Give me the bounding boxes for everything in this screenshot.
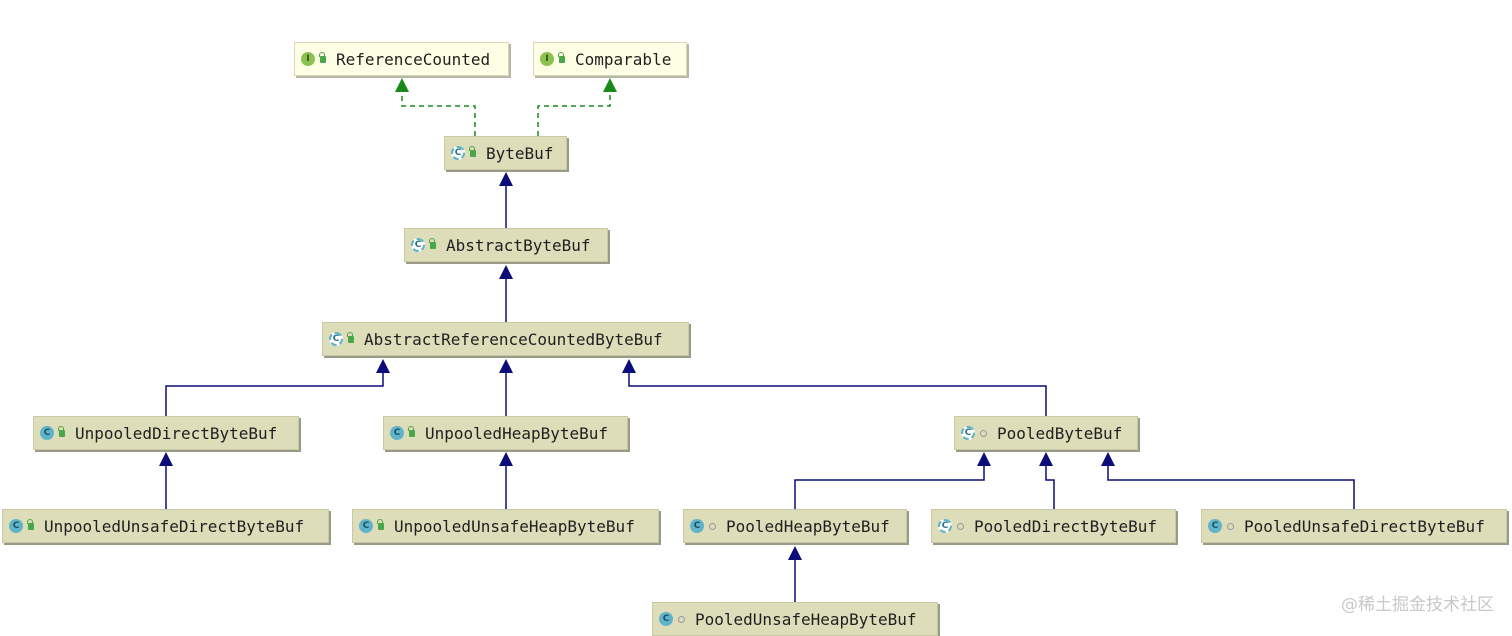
edge-pooledheap-pooled-line xyxy=(794,466,985,509)
edge-pooledunsafeheap-pooledheap-arrowhead xyxy=(788,546,802,560)
abstract-class-icon: C xyxy=(411,238,425,252)
abstract-class-icon: C xyxy=(451,146,465,160)
node-label: AbstractByteBuf xyxy=(446,235,591,255)
node-label: ByteBuf xyxy=(486,143,554,163)
public-visibility-icon xyxy=(58,425,65,437)
class-icon: C xyxy=(659,612,673,626)
public-visibility-icon xyxy=(319,51,326,63)
node-unpooled-heap-byte-buf[interactable]: C UnpooledHeapByteBuf xyxy=(383,416,628,450)
node-abstract-reference-counted-byte-buf[interactable]: C AbstractReferenceCountedByteBuf xyxy=(322,322,689,356)
node-label: PooledDirectByteBuf xyxy=(974,516,1158,536)
node-label: PooledUnsafeDirectByteBuf xyxy=(1244,516,1485,536)
node-unpooled-direct-byte-buf[interactable]: C UnpooledDirectByteBuf xyxy=(33,416,299,450)
package-visibility-icon xyxy=(980,429,987,437)
node-pooled-heap-byte-buf[interactable]: C PooledHeapByteBuf xyxy=(683,509,907,543)
edge-pooledunsafedirect-pooled-arrowhead xyxy=(1101,452,1115,466)
node-label: UnpooledUnsafeHeapByteBuf xyxy=(394,516,635,536)
edge-abstractrefcounted-abstractbytebuf-arrowhead xyxy=(499,265,513,279)
node-pooled-unsafe-direct-byte-buf[interactable]: C PooledUnsafeDirectByteBuf xyxy=(1201,509,1507,543)
edge-unpooleddirect-abstractrefcounted-line xyxy=(165,373,384,416)
edge-unsafedirect-unpooleddirect-arrowhead xyxy=(159,452,173,466)
node-unpooled-unsafe-direct-byte-buf[interactable]: C UnpooledUnsafeDirectByteBuf xyxy=(2,509,329,543)
package-visibility-icon xyxy=(1227,522,1234,530)
package-visibility-icon xyxy=(709,522,716,530)
abstract-class-icon: C xyxy=(329,332,343,346)
public-visibility-icon xyxy=(347,331,354,343)
node-pooled-unsafe-heap-byte-buf[interactable]: C PooledUnsafeHeapByteBuf xyxy=(652,602,938,636)
node-unpooled-unsafe-heap-byte-buf[interactable]: C UnpooledUnsafeHeapByteBuf xyxy=(352,509,659,543)
public-visibility-icon xyxy=(558,51,565,63)
class-icon: C xyxy=(359,519,373,533)
node-label: PooledHeapByteBuf xyxy=(726,516,890,536)
package-visibility-icon xyxy=(957,522,964,530)
node-comparable[interactable]: I Comparable xyxy=(533,42,687,76)
edge-unpooledheap-abstractrefcounted-arrowhead xyxy=(499,359,513,373)
node-label: AbstractReferenceCountedByteBuf xyxy=(364,329,663,349)
abstract-class-icon: C xyxy=(961,426,975,440)
class-icon: C xyxy=(9,519,23,533)
node-label: UnpooledHeapByteBuf xyxy=(425,423,609,443)
node-pooled-direct-byte-buf[interactable]: C PooledDirectByteBuf xyxy=(931,509,1176,543)
node-label: UnpooledDirectByteBuf xyxy=(75,423,278,443)
node-abstract-byte-buf[interactable]: C AbstractByteBuf xyxy=(404,228,608,262)
edge-bytebuf-comparable-line xyxy=(537,92,611,136)
public-visibility-icon xyxy=(469,145,476,157)
edge-pooled-abstractrefcounted-arrowhead xyxy=(622,359,636,373)
public-visibility-icon xyxy=(377,518,384,530)
edge-bytebuf-referencecounted-line xyxy=(401,92,476,136)
node-label: Comparable xyxy=(575,49,672,69)
interface-icon: I xyxy=(540,52,554,66)
edge-unsafeheap-unpooledheap-arrowhead xyxy=(499,452,513,466)
watermark-text: @稀土掘金技术社区 xyxy=(1341,595,1494,615)
class-icon: C xyxy=(690,519,704,533)
edge-pooledunsafedirect-pooled-line xyxy=(1107,466,1355,509)
abstract-class-icon: C xyxy=(938,519,952,533)
edge-unpooleddirect-abstractrefcounted-arrowhead xyxy=(376,359,390,373)
class-icon: C xyxy=(40,426,54,440)
edge-abstractbytebuf-bytebuf-arrowhead xyxy=(499,172,513,186)
node-label: PooledByteBuf xyxy=(997,423,1123,443)
public-visibility-icon xyxy=(27,518,34,530)
node-pooled-byte-buf[interactable]: C PooledByteBuf xyxy=(954,416,1138,450)
edge-bytebuf-comparable-arrowhead xyxy=(603,78,617,92)
edge-pooledheap-pooled-arrowhead xyxy=(977,452,991,466)
package-visibility-icon xyxy=(678,615,685,623)
edge-pooled-abstractrefcounted-line xyxy=(628,373,1047,416)
class-icon: C xyxy=(1208,519,1222,533)
edge-bytebuf-referencecounted-arrowhead xyxy=(395,78,409,92)
interface-icon: I xyxy=(301,52,315,66)
node-label: UnpooledUnsafeDirectByteBuf xyxy=(44,516,305,536)
node-label: PooledUnsafeHeapByteBuf xyxy=(695,609,917,629)
public-visibility-icon xyxy=(408,425,415,437)
edge-pooleddirect-pooled-line xyxy=(1045,466,1055,509)
node-byte-buf[interactable]: C ByteBuf xyxy=(444,136,567,170)
edge-pooleddirect-pooled-arrowhead xyxy=(1039,452,1053,466)
class-icon: C xyxy=(390,426,404,440)
public-visibility-icon xyxy=(429,237,436,249)
node-reference-counted[interactable]: I ReferenceCounted xyxy=(294,42,509,76)
node-label: ReferenceCounted xyxy=(336,49,491,69)
